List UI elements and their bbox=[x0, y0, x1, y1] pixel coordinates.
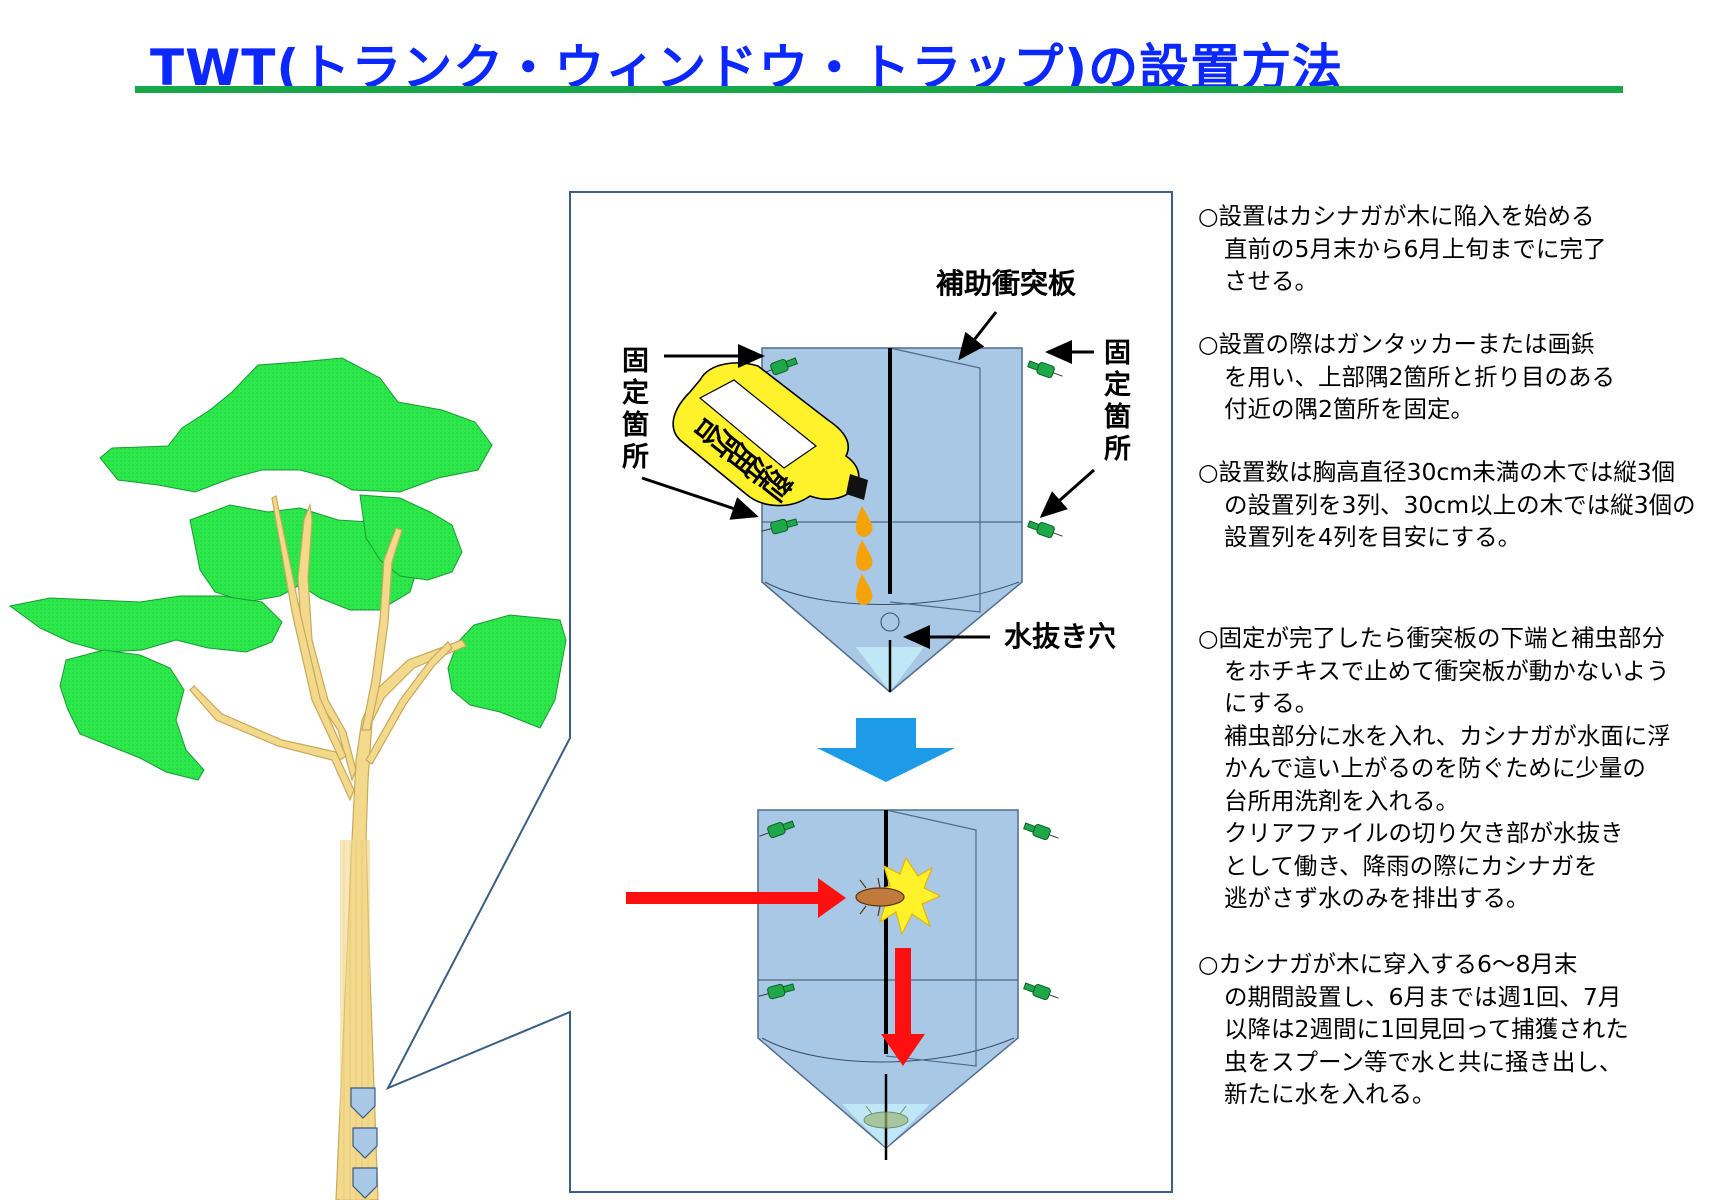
branch-right bbox=[365, 641, 453, 765]
drop-icon bbox=[856, 540, 873, 571]
trap-upper: 台 所 用 洗 剤 bbox=[672, 347, 1063, 693]
pin-icon bbox=[759, 820, 795, 839]
small-traps-on-trunk bbox=[350, 1087, 378, 1199]
note-installation-count: ○設置数は胸高直径30cm未満の木では縦3個 の設置列を3列、30cm以上の木で… bbox=[1198, 456, 1708, 554]
push-pins-upper bbox=[761, 357, 1063, 539]
note-line: 直前の5月末から6月上旬までに完了 bbox=[1224, 234, 1607, 263]
note-line: 以降は2週間に1回見回って捕獲された bbox=[1224, 1015, 1629, 1043]
drop-icon bbox=[856, 506, 873, 537]
note-line: 新たに水を入れる。 bbox=[1224, 1080, 1436, 1108]
note-line: ○設置数は胸高直径30cm未満の木では縦3個 bbox=[1198, 458, 1676, 486]
note-line: として働き、降雨の際にカシナガを bbox=[1224, 851, 1598, 880]
leaf-cluster-lower-left bbox=[59, 649, 205, 781]
note-line: を用い、上部隅2箇所と折り目のある bbox=[1224, 362, 1615, 391]
pin-icon bbox=[762, 357, 798, 376]
fall-direction-arrow-icon bbox=[881, 948, 925, 1066]
branch-center-right bbox=[361, 527, 403, 731]
note-inspection-schedule: ○カシナガが木に穿入する6～8月末 の期間設置し、6月までは週1回、7月 以降は… bbox=[1198, 948, 1708, 1111]
drain-hole bbox=[880, 612, 900, 632]
label-char: 固 bbox=[1104, 338, 1131, 369]
pin-icon bbox=[1027, 360, 1063, 379]
note-line: ○カシナガが木に穿入する6～8月末 bbox=[1198, 950, 1578, 978]
label-char: 定 bbox=[1104, 369, 1131, 401]
pin-icon bbox=[758, 983, 795, 1000]
detergent-drops bbox=[856, 506, 873, 605]
pin-icon bbox=[1027, 520, 1063, 539]
small-trap-3 bbox=[352, 1167, 378, 1199]
auxiliary-collision-plate-lower bbox=[885, 809, 977, 1067]
leaf-cluster-left bbox=[8, 595, 283, 653]
note-line: 虫をスプーン等で水と共に掻き出し、 bbox=[1224, 1047, 1623, 1076]
small-trap-2 bbox=[352, 1127, 378, 1159]
note-installation-timing: ○設置はカシナガが木に陥入を始める 直前の5月末から6月上旬までに完了 させる。 bbox=[1198, 200, 1708, 298]
label-char: 定 bbox=[622, 377, 649, 409]
note-line: 逃がさず水のみを排出する。 bbox=[1224, 884, 1530, 912]
trap-upper-pocket-line bbox=[764, 581, 1020, 605]
note-line: 付近の隅2箇所を固定。 bbox=[1224, 395, 1474, 423]
trap-lower-pocket-line bbox=[761, 1037, 1015, 1063]
note-line: ○設置の際はガンタッカーまたは画鋲 bbox=[1198, 330, 1595, 358]
note-after-fixing: ○固定が完了したら衝突板の下端と補虫部分 をホチキスで止めて衝突板が動かないよう… bbox=[1198, 622, 1708, 915]
pin-icon bbox=[761, 518, 798, 535]
note-line: にする。 bbox=[1224, 689, 1319, 717]
label-char: 所 bbox=[622, 442, 649, 473]
label-fixing-point-left: 固 定 箇 所 bbox=[622, 346, 649, 473]
pin-icon bbox=[1023, 822, 1059, 841]
note-fixing-method: ○設置の際はガンタッカーまたは画鋲 を用い、上部隅2箇所と折り目のある 付近の隅… bbox=[1198, 328, 1708, 426]
title-underline bbox=[135, 86, 1623, 93]
down-arrow-icon bbox=[817, 718, 955, 782]
note-line: 設置列を4列を目安にする。 bbox=[1224, 523, 1522, 551]
pointer-arrow bbox=[641, 476, 759, 520]
branch-inner-left bbox=[271, 495, 347, 761]
note-line: クリアファイルの切り欠き部が水抜き bbox=[1224, 819, 1624, 847]
detergent-bottle: 台 所 用 洗 剤 bbox=[672, 362, 868, 507]
pointer-arrow bbox=[958, 311, 998, 361]
bottle-label bbox=[698, 379, 818, 469]
note-line: 補虫部分に水を入れ、カシナガが水面に浮 bbox=[1224, 721, 1671, 750]
bottle-cap bbox=[846, 474, 868, 500]
beetle-in-water-icon bbox=[863, 1105, 909, 1129]
flight-direction-arrow-icon bbox=[626, 878, 846, 918]
note-line: させる。 bbox=[1224, 267, 1318, 295]
small-trap-1 bbox=[350, 1087, 376, 1119]
label-char: 箇 bbox=[1104, 401, 1131, 433]
impact-burst-icon bbox=[870, 856, 942, 936]
note-line: ○固定が完了したら衝突板の下端と補虫部分 bbox=[1198, 624, 1666, 652]
note-line: かんで這い上がるのを防ぐために少量の bbox=[1224, 754, 1646, 782]
tree-foliage bbox=[8, 357, 567, 781]
label-fixing-point-right: 固 定 箇 所 bbox=[1104, 338, 1131, 465]
note-line: の設置列を3列、30cm以上の木では縦3個の bbox=[1224, 490, 1696, 519]
push-pins-lower bbox=[758, 820, 1059, 1001]
note-line: をホチキスで止めて衝突板が動かないよう bbox=[1224, 656, 1670, 685]
label-char: 箇 bbox=[622, 409, 649, 441]
label-auxiliary-collision-plate: 補助衝突板 bbox=[935, 267, 1076, 300]
pointer-arrow bbox=[1039, 468, 1095, 518]
bottle-label-text: 台 所 用 洗 剤 bbox=[687, 411, 799, 506]
tree bbox=[8, 357, 567, 1200]
drop-icon bbox=[856, 574, 873, 605]
pin-icon bbox=[1023, 982, 1059, 1001]
label-char: 所 bbox=[1104, 434, 1131, 465]
auxiliary-collision-plate-upper bbox=[889, 347, 981, 613]
label-drain-hole: 水抜き穴 bbox=[1004, 620, 1116, 653]
leaf-cluster-top bbox=[99, 357, 493, 493]
note-line: 台所用洗剤を入れる。 bbox=[1224, 786, 1459, 815]
beetle-icon bbox=[855, 877, 905, 917]
label-char: 固 bbox=[622, 346, 649, 377]
leaf-cluster-right bbox=[447, 614, 567, 729]
branch-left bbox=[189, 685, 355, 802]
note-line: ○設置はカシナガが木に陥入を始める bbox=[1198, 202, 1595, 230]
note-line: の期間設置し、6月までは週1回、7月 bbox=[1224, 982, 1622, 1011]
